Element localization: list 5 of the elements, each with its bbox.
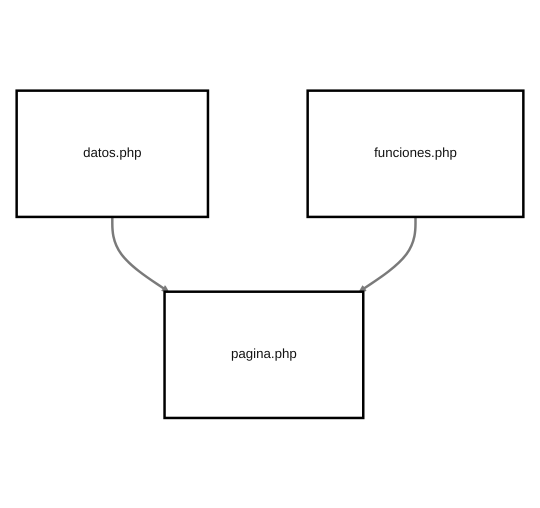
arrow bbox=[111, 216, 170, 292]
arrow bbox=[358, 216, 417, 292]
node-box: datos.php bbox=[15, 89, 210, 218]
node-box: funciones.php bbox=[306, 89, 525, 218]
node-box: pagina.php bbox=[163, 290, 364, 419]
